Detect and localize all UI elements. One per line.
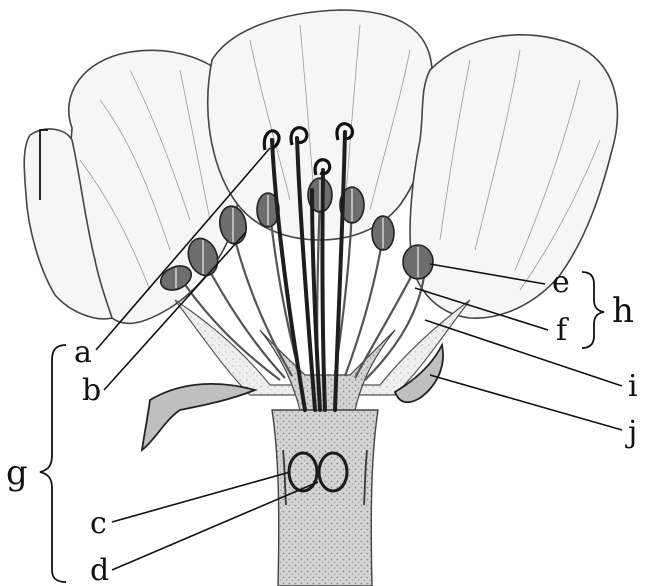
label-f: f xyxy=(556,313,569,348)
receptacle xyxy=(142,300,470,586)
leader-i xyxy=(425,320,622,386)
label-b: b xyxy=(82,373,101,408)
label-a: a xyxy=(74,335,92,370)
sepal-left xyxy=(142,384,255,450)
brace-h xyxy=(582,272,604,348)
label-d: d xyxy=(90,553,109,586)
label-g: g xyxy=(6,453,28,493)
leader-j xyxy=(430,375,622,430)
label-j: j xyxy=(625,415,637,450)
label-c: c xyxy=(90,506,107,541)
label-i: i xyxy=(628,369,638,404)
label-h: h xyxy=(612,291,634,331)
stalk-ovary xyxy=(272,410,378,586)
petal-right xyxy=(410,35,617,318)
style-3 xyxy=(322,170,325,410)
leader-c xyxy=(112,472,290,522)
label-e: e xyxy=(552,265,570,300)
brace-g xyxy=(40,345,66,582)
